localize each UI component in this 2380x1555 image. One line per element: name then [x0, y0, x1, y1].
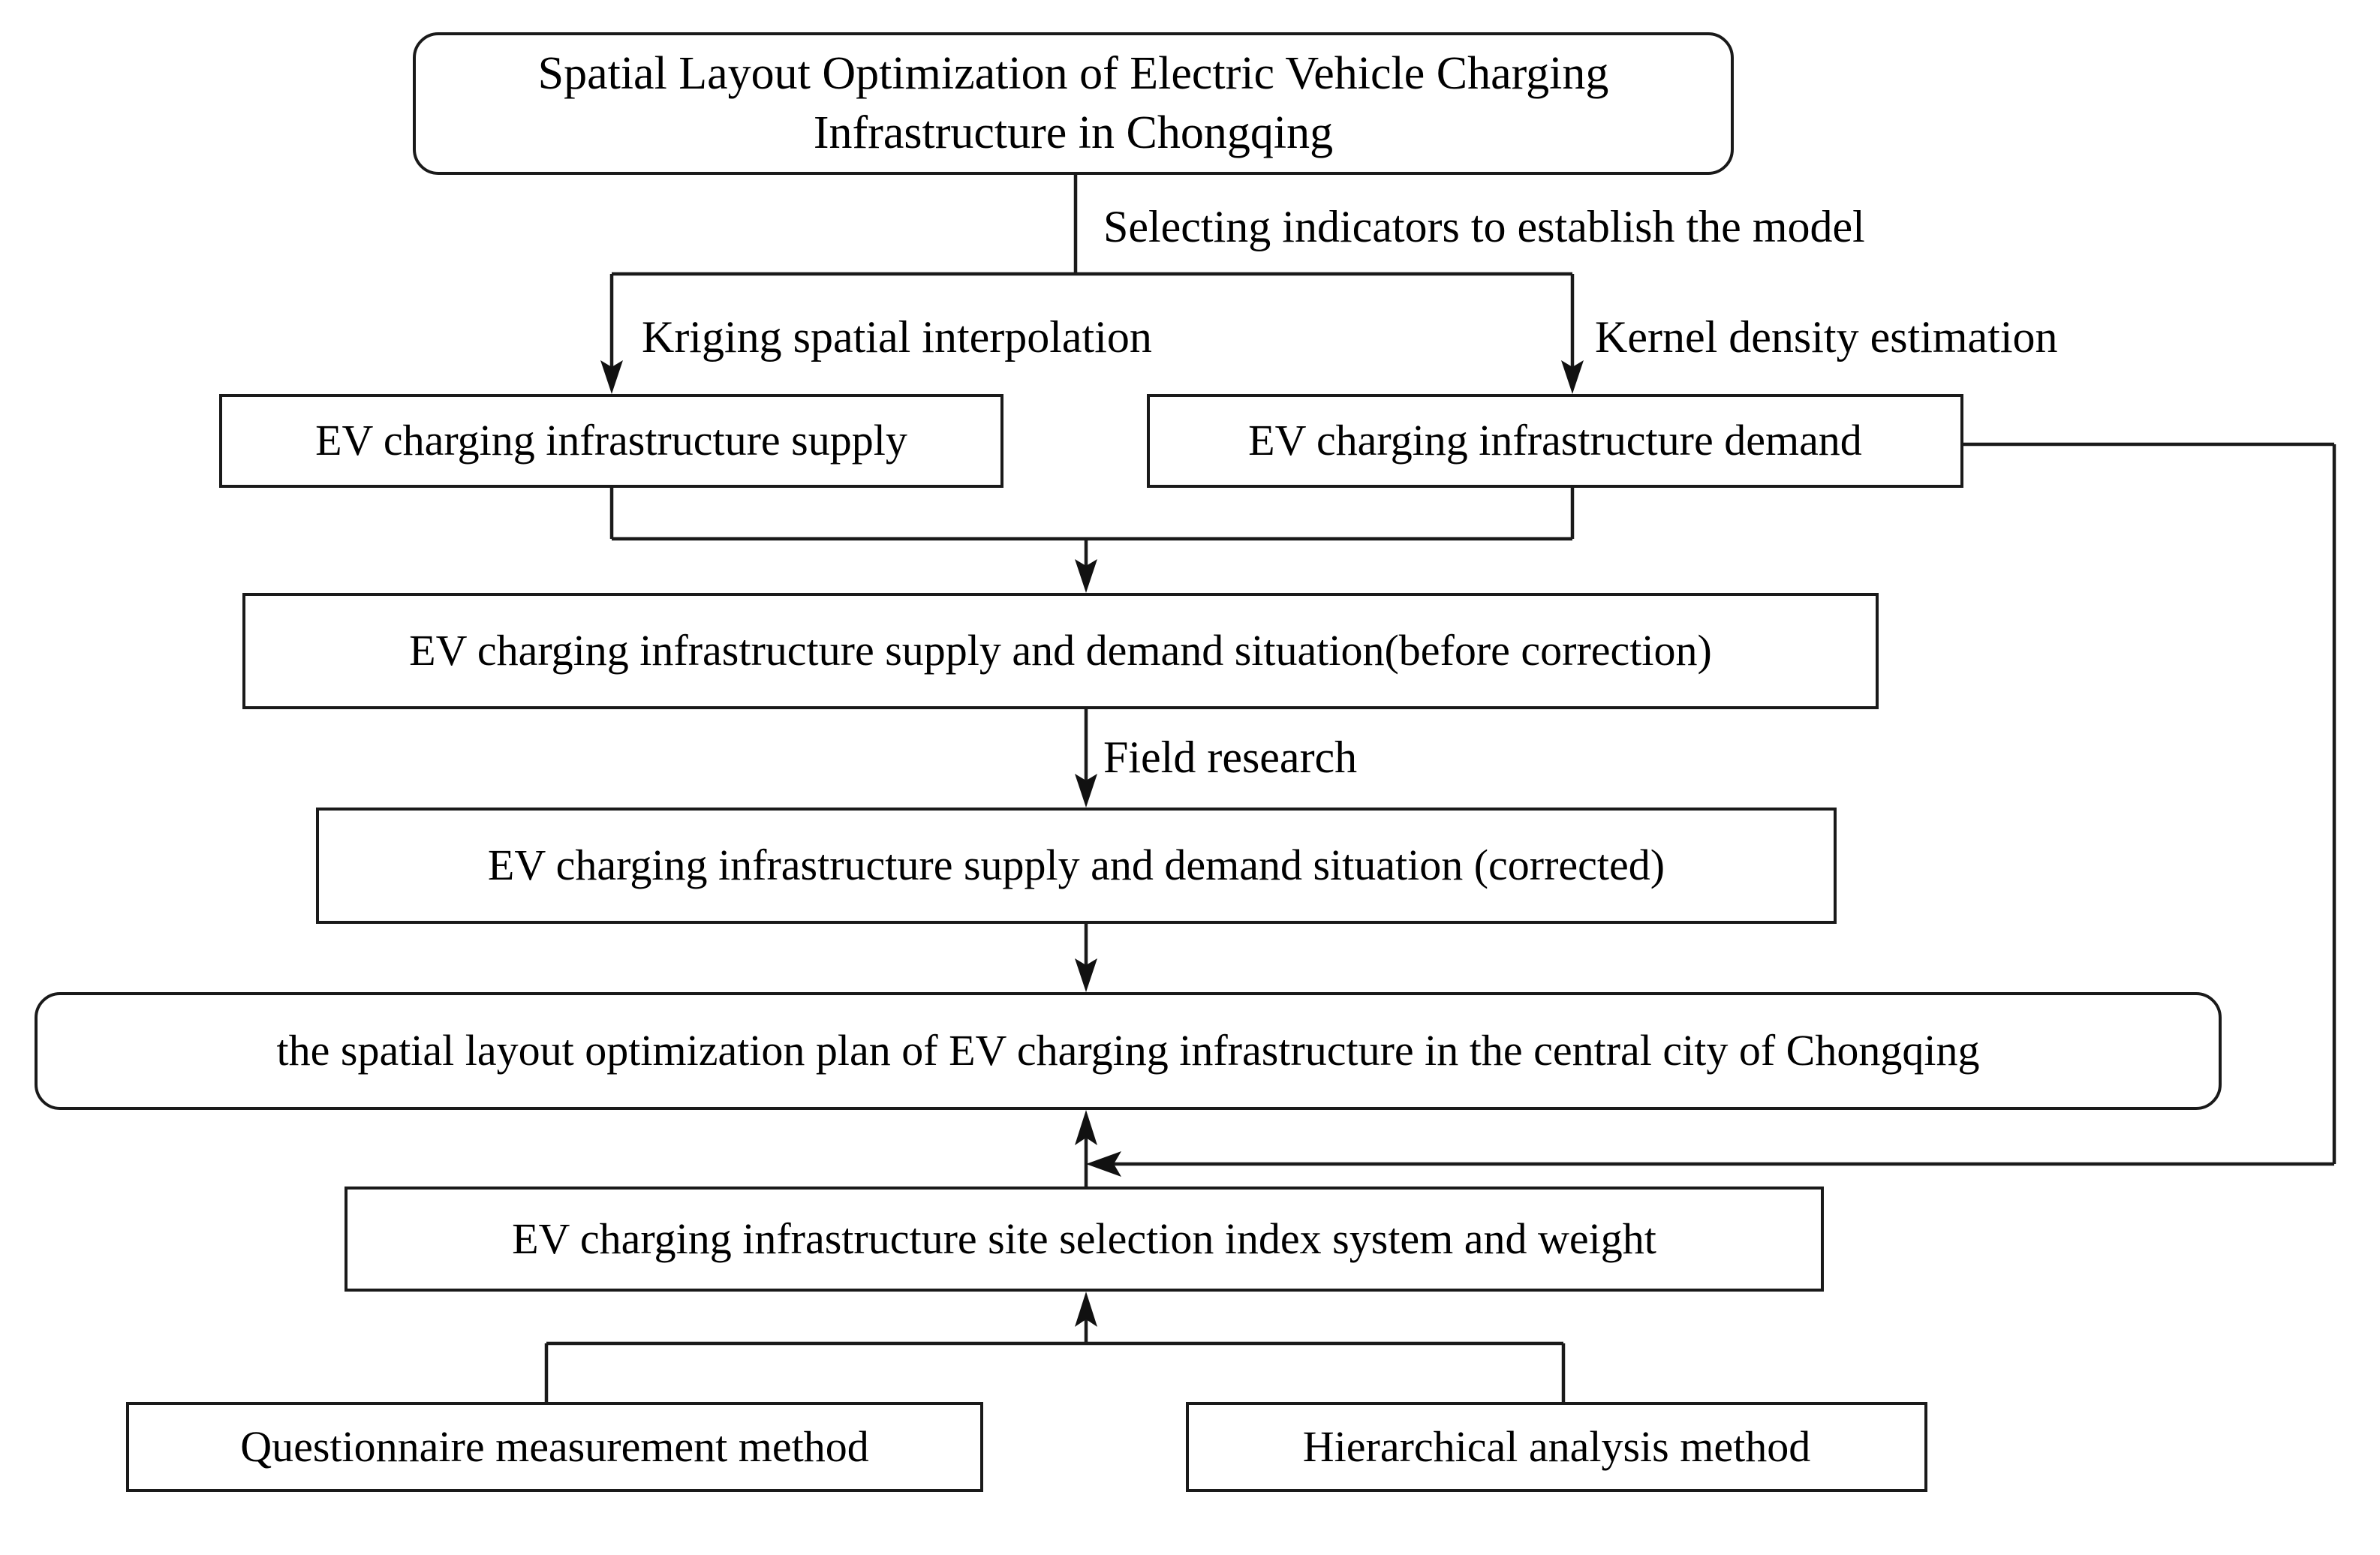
node-questionnaire-method[interactable]: Questionnaire measurement method	[126, 1402, 983, 1492]
node-situation-corrected[interactable]: EV charging infrastructure supply and de…	[316, 808, 1837, 924]
node-situation-before-correction[interactable]: EV charging infrastructure supply and de…	[242, 593, 1879, 709]
node-root-label: Spatial Layout Optimization of Electric …	[537, 47, 1609, 158]
edge-label-field-research: Field research	[1103, 732, 1358, 782]
node-index-system[interactable]: EV charging infrastructure site selectio…	[345, 1187, 1824, 1292]
node-hierarchical-method-label: Hierarchical analysis method	[1302, 1421, 1811, 1471]
edge-label-selecting-indicators: Selecting indicators to establish the mo…	[1103, 202, 1865, 251]
node-optimization-plan-label: the spatial layout optimization plan of …	[276, 1026, 1980, 1075]
node-demand-label: EV charging infrastructure demand	[1248, 416, 1862, 465]
node-optimization-plan[interactable]: the spatial layout optimization plan of …	[35, 992, 2222, 1110]
arrowhead-index-system	[1075, 1292, 1097, 1327]
node-situation-before-correction-label: EV charging infrastructure supply and de…	[409, 626, 1712, 675]
arrowhead-corrected	[1075, 774, 1097, 808]
node-root[interactable]: Spatial Layout Optimization of Electric …	[413, 32, 1734, 175]
node-questionnaire-method-label: Questionnaire measurement method	[240, 1421, 869, 1471]
edge-label-kriging-interpolation: Kriging spatial interpolation	[642, 312, 1152, 362]
arrowhead-supply	[600, 360, 623, 394]
node-situation-corrected-label: EV charging infrastructure supply and de…	[487, 841, 1665, 890]
node-supply-label: EV charging infrastructure supply	[315, 416, 907, 465]
arrowhead-plan-from-demand	[1086, 1151, 1121, 1177]
node-demand[interactable]: EV charging infrastructure demand	[1147, 394, 1963, 488]
arrowhead-demand	[1561, 360, 1584, 394]
node-supply[interactable]: EV charging infrastructure supply	[219, 394, 1003, 488]
node-index-system-label: EV charging infrastructure site selectio…	[512, 1214, 1656, 1263]
arrowhead-plan-from-index	[1075, 1110, 1097, 1145]
node-hierarchical-method[interactable]: Hierarchical analysis method	[1186, 1402, 1927, 1492]
arrowhead-plan	[1075, 958, 1097, 992]
arrowhead-before	[1075, 559, 1097, 593]
edge-label-kernel-density: Kernel density estimation	[1595, 312, 2058, 362]
